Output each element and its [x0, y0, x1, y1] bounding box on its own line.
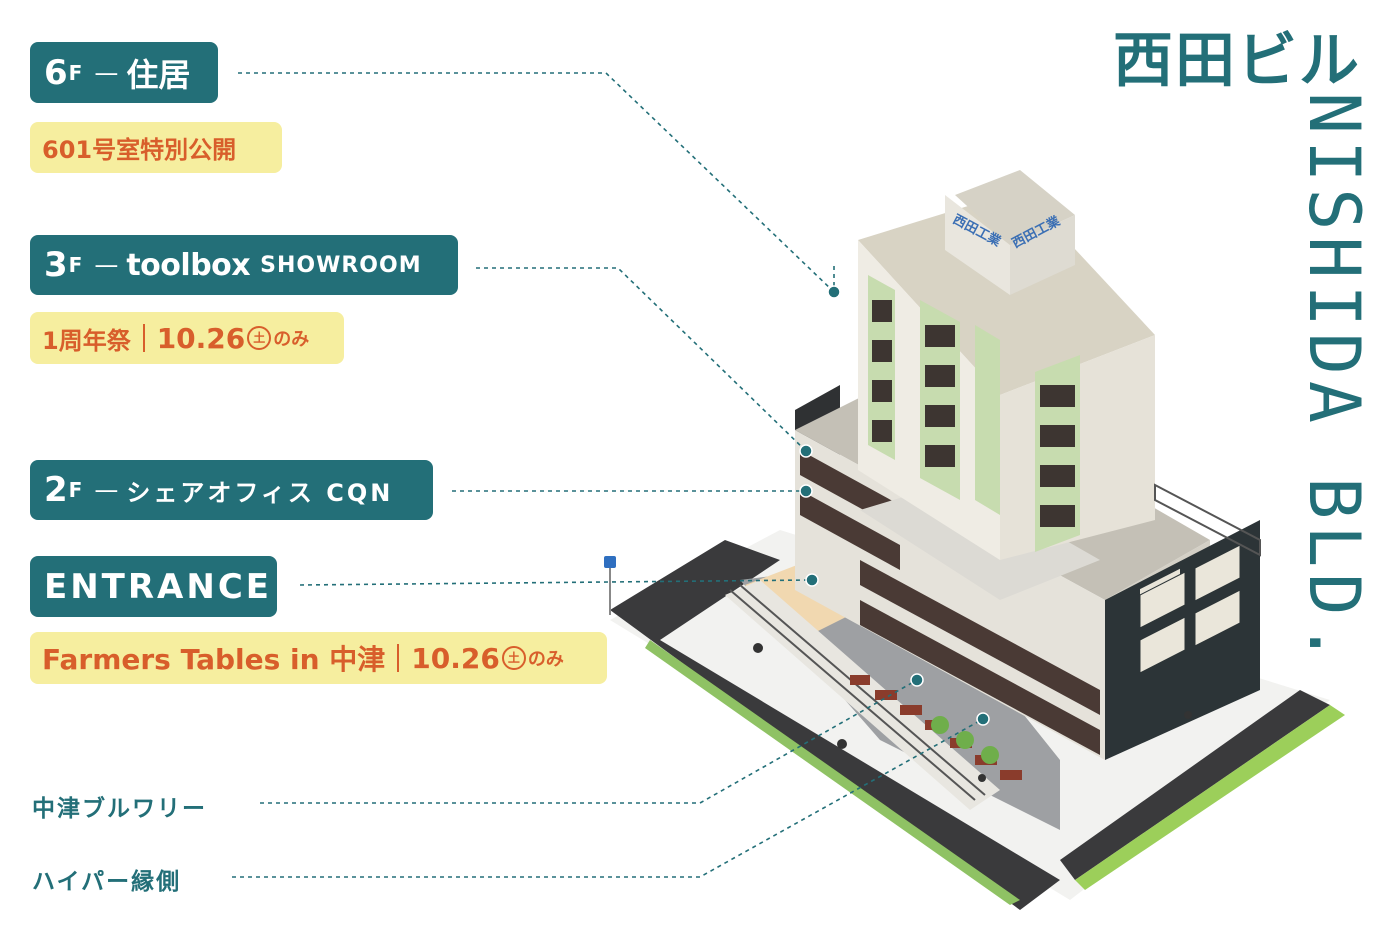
note-event: 1周年祭	[42, 326, 131, 355]
entrance-tag: ENTRANCE	[30, 556, 277, 617]
floor-number: 2	[44, 470, 69, 510]
title-english-wrap: NISHIDA BLD.	[1293, 92, 1375, 672]
floor-dash: —	[94, 251, 119, 279]
note-only: のみ	[273, 329, 310, 350]
label-engawa: ハイパー縁側	[32, 869, 182, 895]
title-english: NISHIDA BLD.	[1293, 92, 1375, 670]
floor-dash: —	[94, 58, 119, 87]
note-divider	[397, 644, 400, 672]
entrance-note: Farmers Tables in 中津 10.26 土 のみ	[30, 632, 607, 684]
title-japanese: 西田ビル	[1113, 26, 1361, 96]
floor-dash: —	[94, 476, 119, 504]
note-only: のみ	[527, 649, 564, 670]
floor-name: 住居	[126, 55, 191, 94]
label-brewery: 中津ブルワリー	[32, 796, 207, 822]
floor-unit: F	[68, 60, 83, 85]
floor-name: シェアオフィス CQN	[126, 478, 394, 507]
note-divider	[142, 324, 145, 352]
floor-2f-tag: 2 F — シェアオフィス CQN	[30, 460, 433, 520]
note-date: 10.26	[411, 641, 500, 675]
weekday-badge: 土	[247, 326, 272, 350]
brand-logo: toolbox	[126, 247, 251, 283]
note-event: Farmers Tables in 中津	[42, 643, 386, 676]
leader-lines	[232, 72, 984, 878]
floor-3f-tag: 3 F — toolbox SHOWROOM	[30, 235, 458, 295]
floor-6f-note: 601号室特別公開	[30, 122, 282, 173]
road	[610, 540, 1060, 910]
floor-unit: F	[68, 253, 83, 277]
floor-number: 3	[44, 245, 69, 285]
floor-6f-tag: 6 F — 住居	[30, 42, 218, 103]
floor-unit: F	[68, 478, 83, 502]
floor-3f-note: 1周年祭 10.26 土 のみ	[30, 312, 344, 364]
weekday-badge: 土	[501, 646, 526, 670]
floor-number: 6	[44, 52, 69, 93]
entrance-label: ENTRANCE	[44, 566, 272, 607]
note-date: 10.26	[156, 321, 246, 355]
marker-dots	[799, 285, 990, 726]
floor-name: SHOWROOM	[260, 252, 422, 278]
note-text: 601号室特別公開	[42, 136, 237, 164]
